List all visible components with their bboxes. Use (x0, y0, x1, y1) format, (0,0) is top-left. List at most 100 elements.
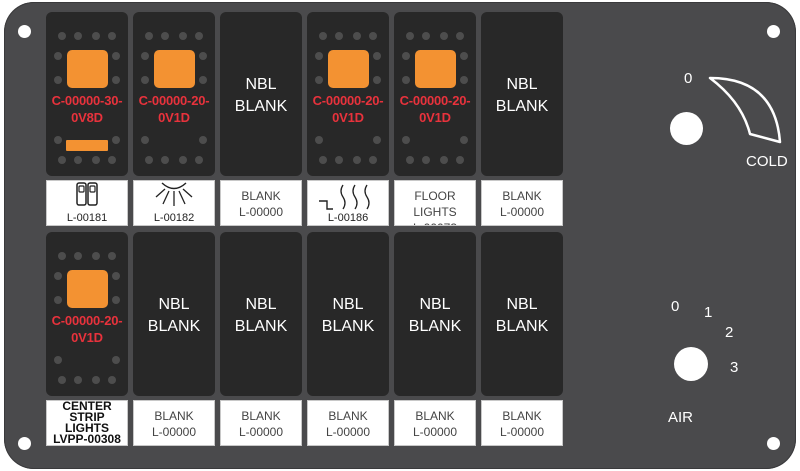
label-code: L-00181 (66, 212, 108, 224)
switch-label-11: BLANK L-00000 (394, 400, 476, 446)
indicator-dot (74, 32, 82, 40)
switch-label-1: L-00181 (46, 180, 128, 226)
label-text: BLANK L-00000 (499, 189, 545, 219)
indicator-dot (315, 76, 323, 84)
air-pos-1: 1 (704, 304, 713, 321)
blank-switch-text: NBL BLANK (408, 296, 462, 335)
indicator-dot (373, 136, 381, 144)
rocker-switch-5[interactable]: C-00000-20- 0V1D (394, 12, 476, 176)
indicator-dot (369, 32, 377, 40)
temp-knob[interactable] (670, 112, 703, 145)
switch-part-code: C-00000-20- 0V1D (399, 93, 471, 125)
switch-label-6: BLANK L-00000 (481, 180, 563, 226)
indicator-dot (112, 296, 120, 304)
indicator-dot (353, 156, 361, 164)
rocker-switch-7[interactable]: C-00000-20- 0V1D (46, 232, 128, 396)
indicator-dot (179, 32, 187, 40)
indicator-dot (108, 32, 116, 40)
switch-part-code: C-00000-20- 0V1D (138, 93, 210, 125)
indicator-dot (112, 76, 120, 84)
indicator-dot (161, 156, 169, 164)
label-code: L-00182 (153, 212, 195, 224)
indicator-dot (54, 272, 62, 280)
indicator-dot (54, 356, 62, 364)
indicator-dot (54, 76, 62, 84)
indicator-dot (460, 136, 468, 144)
switch-label-7: CENTER STRIP LIGHTS LVPP-00308 (46, 400, 128, 446)
cold-label: COLD (746, 153, 788, 170)
switch-part-code: C-00000-30- 0V8D (51, 93, 123, 125)
indicator-dot (108, 156, 116, 164)
rocker-switch-3[interactable]: NBL BLANK (220, 12, 302, 176)
switch-part-code: C-00000-20- 0V1D (312, 93, 384, 125)
indicator-dot (108, 252, 116, 260)
rocker-switch-10[interactable]: NBL BLANK (307, 232, 389, 396)
indicator-dot (353, 32, 361, 40)
air-pos-2: 2 (725, 324, 734, 341)
rocker-switch-11[interactable]: NBL BLANK (394, 232, 476, 396)
indicator-dot (199, 52, 207, 60)
rocker-switch-6[interactable]: NBL BLANK (481, 12, 563, 176)
air-pos-0: 0 (671, 298, 680, 315)
indicator-dot (315, 52, 323, 60)
switch-label-8: BLANK L-00000 (133, 400, 215, 446)
rocker-switch-1[interactable]: C-00000-30- 0V8D (46, 12, 128, 176)
indicator-dot (74, 156, 82, 164)
rocker-switch-12[interactable]: NBL BLANK (481, 232, 563, 396)
indicator-dot (406, 156, 414, 164)
rocker-switch-8[interactable]: NBL BLANK (133, 232, 215, 396)
switch-part-code: C-00000-20- 0V1D (51, 313, 123, 345)
indicator-dot (335, 156, 343, 164)
indicator-dot (161, 32, 169, 40)
label-text: CENTER STRIP LIGHTS LVPP-00308 (53, 400, 121, 446)
rocker-switch-4[interactable]: C-00000-20- 0V1D (307, 12, 389, 176)
indicator-dot (195, 156, 203, 164)
indicator-dot (195, 32, 203, 40)
indicator-dot (108, 376, 116, 384)
indicator-dot (456, 156, 464, 164)
indicator-bar (66, 140, 108, 151)
indicator-dot (440, 156, 448, 164)
indicator-dot (141, 76, 149, 84)
indicator-lamp (415, 50, 456, 88)
indicator-dot (58, 156, 66, 164)
indicator-dot (145, 156, 153, 164)
label-text: BLANK L-00000 (238, 409, 284, 439)
rocker-switch-9[interactable]: NBL BLANK (220, 232, 302, 396)
indicator-dot (54, 296, 62, 304)
indicator-dot (92, 252, 100, 260)
indicator-dot (440, 32, 448, 40)
indicator-dot (58, 252, 66, 260)
indicator-dot (54, 52, 62, 60)
rocker-switch-2[interactable]: C-00000-20- 0V1D (133, 12, 215, 176)
indicator-dot (369, 156, 377, 164)
air-label: AIR (668, 409, 694, 426)
temp-zero-label: 0 (684, 70, 693, 87)
indicator-dot (402, 52, 410, 60)
air-pos-3: 3 (730, 359, 739, 376)
blank-switch-text: NBL BLANK (234, 296, 288, 335)
cold-arc-icon (708, 76, 782, 144)
switch-label-12: BLANK L-00000 (481, 400, 563, 446)
label-text: BLANK L-00000 (412, 409, 458, 439)
blank-switch-text: NBL BLANK (147, 296, 201, 335)
indicator-dot (319, 32, 327, 40)
switch-label-2: L-00182 (133, 180, 215, 226)
label-text: BLANK L-00000 (151, 409, 197, 439)
indicator-dot (422, 156, 430, 164)
indicator-dot (402, 136, 410, 144)
indicator-dot (112, 136, 120, 144)
indicator-dot (373, 76, 381, 84)
indicator-dot (141, 52, 149, 60)
label-text: FLOOR LIGHTS L-00073 (413, 189, 457, 225)
air-knob[interactable] (674, 347, 708, 381)
indicator-dot (199, 76, 207, 84)
mount-hole-top-left (18, 25, 31, 38)
indicator-dot (92, 376, 100, 384)
switch-label-10: BLANK L-00000 (307, 400, 389, 446)
indicator-lamp (67, 270, 108, 308)
label-code: L-00186 (327, 212, 369, 224)
indicator-dot (112, 52, 120, 60)
switch-label-3: BLANK L-00000 (220, 180, 302, 226)
indicator-dot (92, 32, 100, 40)
